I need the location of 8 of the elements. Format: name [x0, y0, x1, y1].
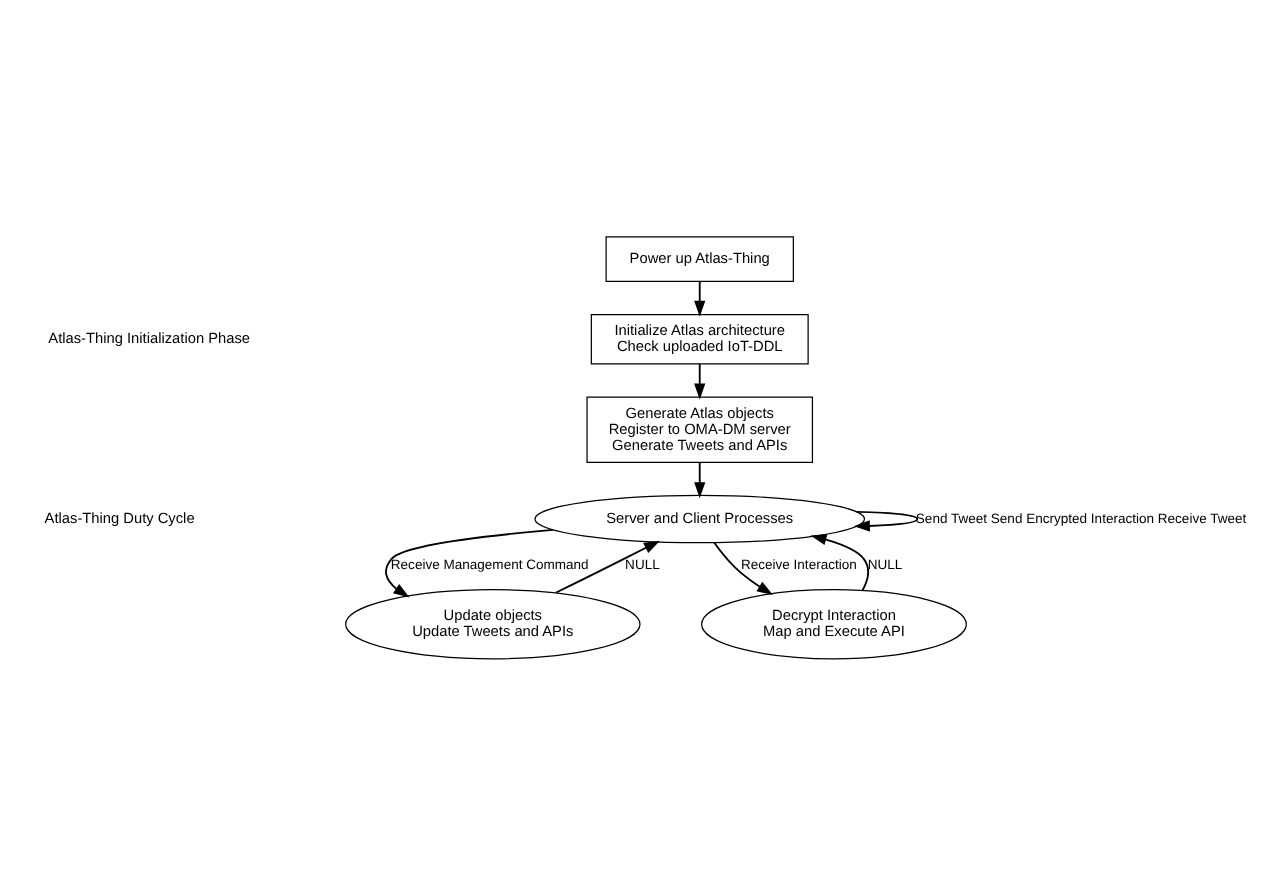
arrow: [694, 460, 706, 498]
arrow: [694, 279, 706, 316]
arrow: [810, 533, 870, 591]
arrow: [385, 527, 554, 597]
arrow: [713, 540, 773, 594]
arrow: [853, 509, 919, 531]
arrow: [555, 539, 661, 593]
arrow: [694, 362, 706, 399]
